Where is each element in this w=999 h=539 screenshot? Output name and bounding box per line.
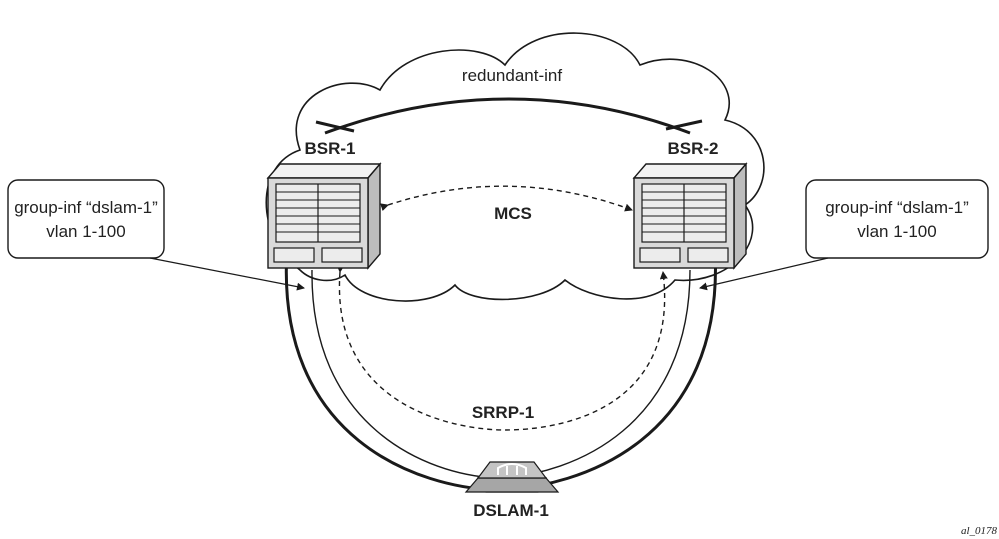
left-callout-box [7,179,165,259]
redundant-interface-link [324,97,691,135]
srrp-label: SRRP-1 [472,403,534,422]
bsr2-router-icon [632,162,748,270]
bsr1-label: BSR-1 [304,139,355,158]
figure-id: al_0178 [961,525,998,537]
bsr1-router-icon [266,162,382,270]
right-callout-box [805,179,989,259]
bsr1-stub [315,120,355,133]
bsr2-label: BSR-2 [667,139,718,158]
right-callout-line2: vlan 1-100 [857,222,936,241]
dslam-label: DSLAM-1 [473,501,549,520]
mcs-label: MCS [494,204,532,223]
dslam-icon [464,461,560,493]
cloud-label: redundant-inf [462,66,562,85]
right-callout-arrow [699,257,829,291]
bsr2-stub [665,119,703,131]
left-callout-line2: vlan 1-100 [46,222,125,241]
right-callout-line1: group-inf “dslam-1” [825,198,969,217]
left-callout-line1: group-inf “dslam-1” [14,198,158,217]
left-callout-arrow [149,257,305,291]
srrp-link [336,264,668,431]
mcs-link [380,185,633,212]
